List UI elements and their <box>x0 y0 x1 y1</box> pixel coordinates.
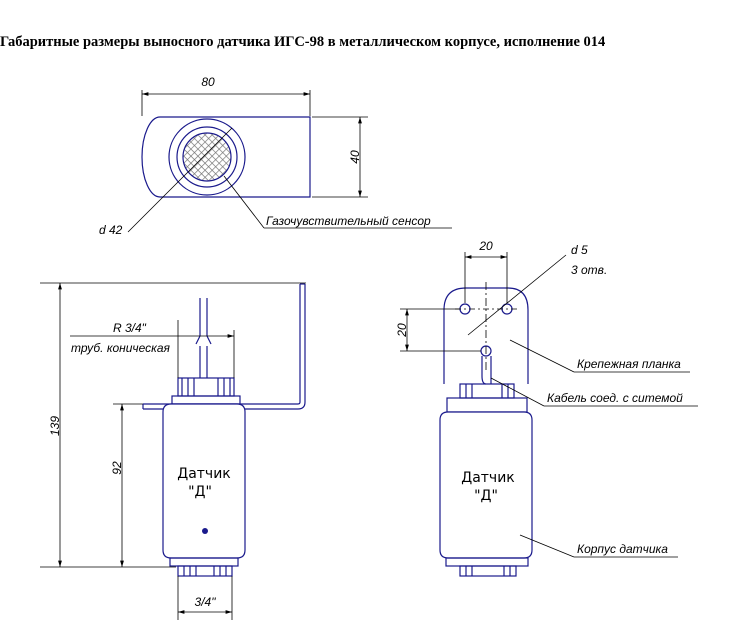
dim-d42-label: d 42 <box>99 223 123 237</box>
front-body-text-1: Датчик <box>177 466 231 482</box>
dim-20-top-label: 20 <box>478 239 493 253</box>
top-view-body-circle <box>168 118 246 196</box>
d5-leader <box>467 254 567 336</box>
page-title: Габаритные размеры выносного датчика ИГС… <box>0 34 606 50</box>
side-view: Датчик "Д" 20 20 d 5 3 отв. Крепежная пл… <box>395 239 698 577</box>
dim-line-d42 <box>127 127 233 233</box>
cable-label: Кабель соед. с ситемой <box>547 391 683 405</box>
side-cable <box>481 356 492 385</box>
bracket-label: Крепежная планка <box>577 357 681 371</box>
dim-34-label: 3/4" <box>195 595 217 609</box>
front-bracket <box>143 284 306 410</box>
front-view: Датчик "Д" R 3/4" труб. коническая 139 9… <box>40 282 306 620</box>
holes-label: 3 отв. <box>571 263 607 277</box>
side-thread <box>459 565 517 577</box>
top-view-bracket-outline <box>141 116 311 198</box>
dim-r34-label: R 3/4" <box>113 321 147 335</box>
housing-label: Корпус датчика <box>577 542 668 556</box>
dim-20-side-label: 20 <box>395 323 409 338</box>
dim-139-label: 139 <box>48 416 62 436</box>
front-body-text-2: "Д" <box>188 484 212 500</box>
front-indicator-dot <box>202 528 208 534</box>
front-thread <box>177 565 233 577</box>
thread-type-label: труб. коническая <box>71 341 171 355</box>
sensor-label: Газочувствительный сенсор <box>266 214 431 228</box>
sensor-mesh <box>182 132 232 182</box>
front-sensor-body <box>162 403 246 559</box>
side-body-text-1: Датчик <box>461 470 515 486</box>
dim-80-label: 80 <box>201 75 215 89</box>
side-body-text-2: "Д" <box>474 488 498 504</box>
front-nut <box>177 377 235 397</box>
dim-40-label: 40 <box>348 150 362 164</box>
dim-d5-label: d 5 <box>571 243 588 257</box>
top-view-inner-circle <box>176 126 238 188</box>
side-sensor-body <box>439 411 533 559</box>
top-view: 80 40 d 42 Газочувствительный сенсор <box>99 75 452 237</box>
dim-92-label: 92 <box>110 461 124 475</box>
side-bracket-plate <box>443 287 529 384</box>
